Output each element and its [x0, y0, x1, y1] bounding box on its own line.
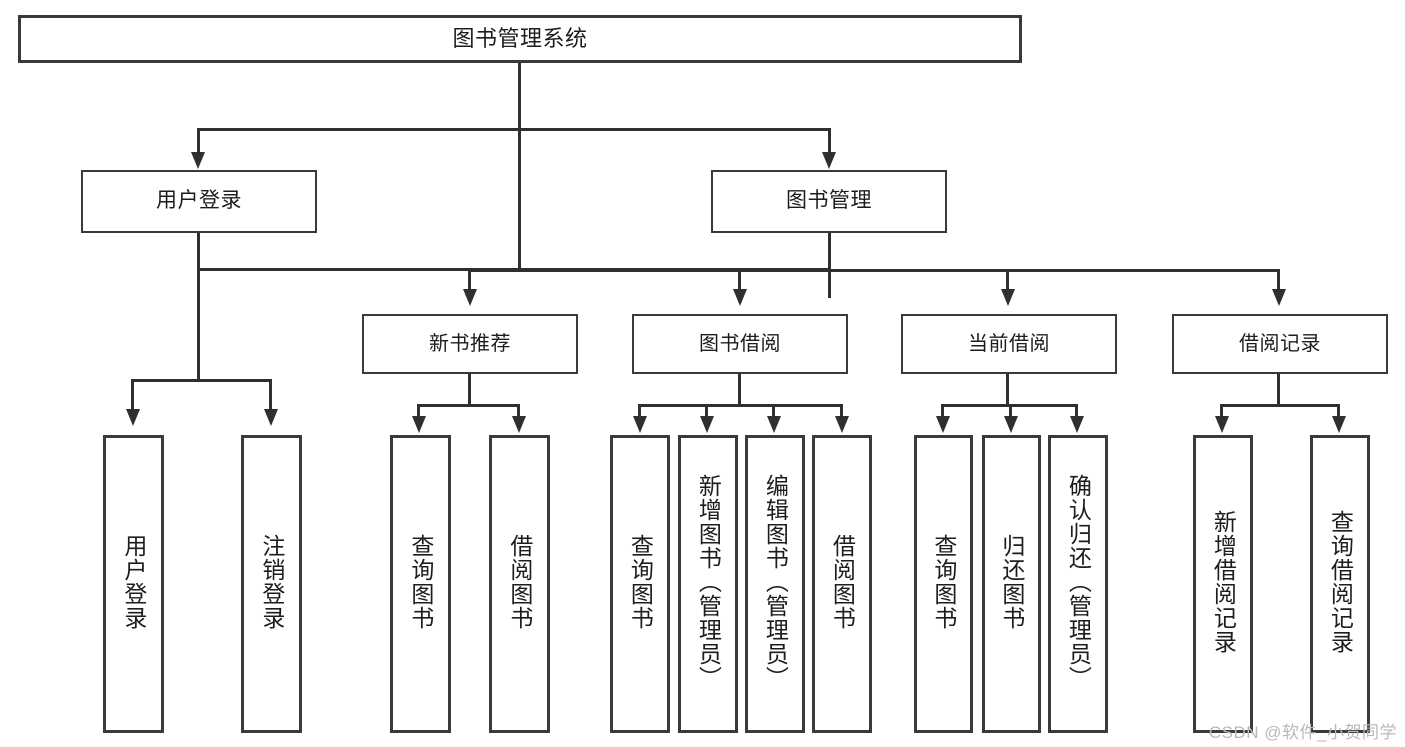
- connector-user-login-drop-2: [269, 379, 272, 411]
- connector-current-borrow-drop-2: [1009, 404, 1012, 418]
- arrowhead-user-login-leaf-1: [126, 409, 140, 426]
- leaf-book-borrow-edit[interactable]: 编辑图书（管理员）: [745, 435, 805, 733]
- node-current-borrow[interactable]: 当前借阅: [901, 314, 1117, 374]
- connector-current-borrow-drop-1: [941, 404, 944, 418]
- arrowhead-user-login-leaf-2: [264, 409, 278, 426]
- node-label: 图书管理: [786, 189, 872, 213]
- node-root-system[interactable]: 图书管理系统: [18, 15, 1022, 63]
- connector-book-borrow-bus: [638, 404, 843, 407]
- leaf-new-books-query[interactable]: 查询图书: [390, 435, 451, 733]
- node-label: 用户登录: [156, 189, 242, 213]
- arrowhead-new-books-leaf-2: [512, 416, 526, 433]
- arrowhead-level3-3: [1001, 289, 1015, 306]
- arrowhead-book-borrow-leaf-4: [835, 416, 849, 433]
- leaf-book-borrow-query[interactable]: 查询图书: [610, 435, 670, 733]
- node-label: 新书推荐: [429, 332, 511, 355]
- arrowhead-level3-4: [1272, 289, 1286, 306]
- arrowhead-level3-1: [463, 289, 477, 306]
- node-label: 用户登录: [120, 534, 147, 630]
- connector-new-books-bus: [417, 404, 520, 407]
- node-label: 确认归还（管理员）: [1065, 474, 1092, 690]
- leaf-borrow-records-add[interactable]: 新增借阅记录: [1193, 435, 1253, 733]
- connector-level2-drop-right: [828, 268, 831, 298]
- node-book-borrow[interactable]: 图书借阅: [632, 314, 848, 374]
- node-label: 图书借阅: [699, 332, 781, 355]
- node-label: 查询图书: [407, 534, 434, 630]
- connector-root-stem: [518, 63, 521, 270]
- leaf-borrow-records-query[interactable]: 查询借阅记录: [1310, 435, 1370, 733]
- arrowhead-book-borrow-leaf-1: [633, 416, 647, 433]
- connector-user-login-stem: [197, 233, 200, 381]
- node-label: 查询图书: [627, 534, 654, 630]
- leaf-user-login-login[interactable]: 用户登录: [103, 435, 164, 733]
- arrowhead-book-borrow-leaf-2: [700, 416, 714, 433]
- connector-borrow-records-drop-2: [1337, 404, 1340, 418]
- node-label: 当前借阅: [968, 332, 1050, 355]
- connector-borrow-records-stem: [1277, 374, 1280, 406]
- leaf-current-borrow-confirm-return[interactable]: 确认归还（管理员）: [1048, 435, 1108, 733]
- node-label: 注销登录: [258, 534, 285, 630]
- connector-book-borrow-drop-2: [705, 404, 708, 418]
- connector-level3-drop-4: [1277, 269, 1280, 291]
- arrowhead-level3-2: [733, 289, 747, 306]
- leaf-book-borrow-borrow[interactable]: 借阅图书: [812, 435, 872, 733]
- node-label: 编辑图书（管理员）: [762, 474, 789, 690]
- connector-user-login-drop-1: [131, 379, 134, 411]
- leaf-user-login-logout[interactable]: 注销登录: [241, 435, 302, 733]
- arrowhead-book-borrow-leaf-3: [767, 416, 781, 433]
- leaf-current-borrow-query[interactable]: 查询图书: [914, 435, 973, 733]
- node-label: 新增图书（管理员）: [695, 474, 722, 690]
- arrowhead-current-borrow-leaf-1: [936, 416, 950, 433]
- connector-current-borrow-drop-3: [1075, 404, 1078, 418]
- connector-book-borrow-drop-4: [840, 404, 843, 418]
- node-label: 归还图书: [998, 534, 1025, 630]
- arrowhead-borrow-records-leaf-1: [1215, 416, 1229, 433]
- connector-level2-left-stem: [197, 128, 200, 154]
- node-label: 借阅图书: [506, 534, 533, 630]
- node-label: 查询图书: [930, 534, 957, 630]
- connector-borrow-records-bus: [1220, 404, 1340, 407]
- connector-book-manage-stem: [828, 233, 831, 271]
- connector-level3-drop-2: [738, 269, 741, 291]
- connector-new-books-drop-1: [417, 404, 420, 418]
- leaf-current-borrow-return[interactable]: 归还图书: [982, 435, 1041, 733]
- connector-book-borrow-drop-3: [772, 404, 775, 418]
- arrowhead-new-books-leaf-1: [412, 416, 426, 433]
- connector-level3-drop-1: [468, 269, 471, 291]
- connector-user-login-bus: [131, 379, 272, 382]
- arrowhead-to-book-manage: [822, 152, 836, 169]
- connector-level3-bus: [468, 269, 1280, 272]
- arrowhead-current-borrow-leaf-3: [1070, 416, 1084, 433]
- node-book-manage[interactable]: 图书管理: [711, 170, 947, 233]
- connector-borrow-records-drop-1: [1220, 404, 1223, 418]
- arrowhead-to-user-login: [191, 152, 205, 169]
- leaf-new-books-borrow[interactable]: 借阅图书: [489, 435, 550, 733]
- arrowhead-current-borrow-leaf-2: [1004, 416, 1018, 433]
- node-label: 借阅记录: [1239, 332, 1321, 355]
- leaf-book-borrow-add[interactable]: 新增图书（管理员）: [678, 435, 738, 733]
- connector-new-books-drop-2: [517, 404, 520, 418]
- node-user-login[interactable]: 用户登录: [81, 170, 317, 233]
- node-borrow-records[interactable]: 借阅记录: [1172, 314, 1388, 374]
- connector-current-borrow-stem: [1006, 374, 1009, 406]
- node-label: 新增借阅记录: [1210, 510, 1237, 654]
- node-label: 查询借阅记录: [1327, 510, 1354, 654]
- connector-level3-drop-3: [1006, 269, 1009, 291]
- node-label: 借阅图书: [829, 534, 856, 630]
- connector-level2-right-stem: [828, 128, 831, 154]
- node-label: 图书管理系统: [452, 26, 588, 52]
- arrowhead-borrow-records-leaf-2: [1332, 416, 1346, 433]
- connector-level2-bus-line: [197, 128, 831, 131]
- connector-book-borrow-stem: [738, 374, 741, 406]
- connector-new-books-stem: [468, 374, 471, 406]
- connector-book-borrow-drop-1: [638, 404, 641, 418]
- node-new-book-recommend[interactable]: 新书推荐: [362, 314, 578, 374]
